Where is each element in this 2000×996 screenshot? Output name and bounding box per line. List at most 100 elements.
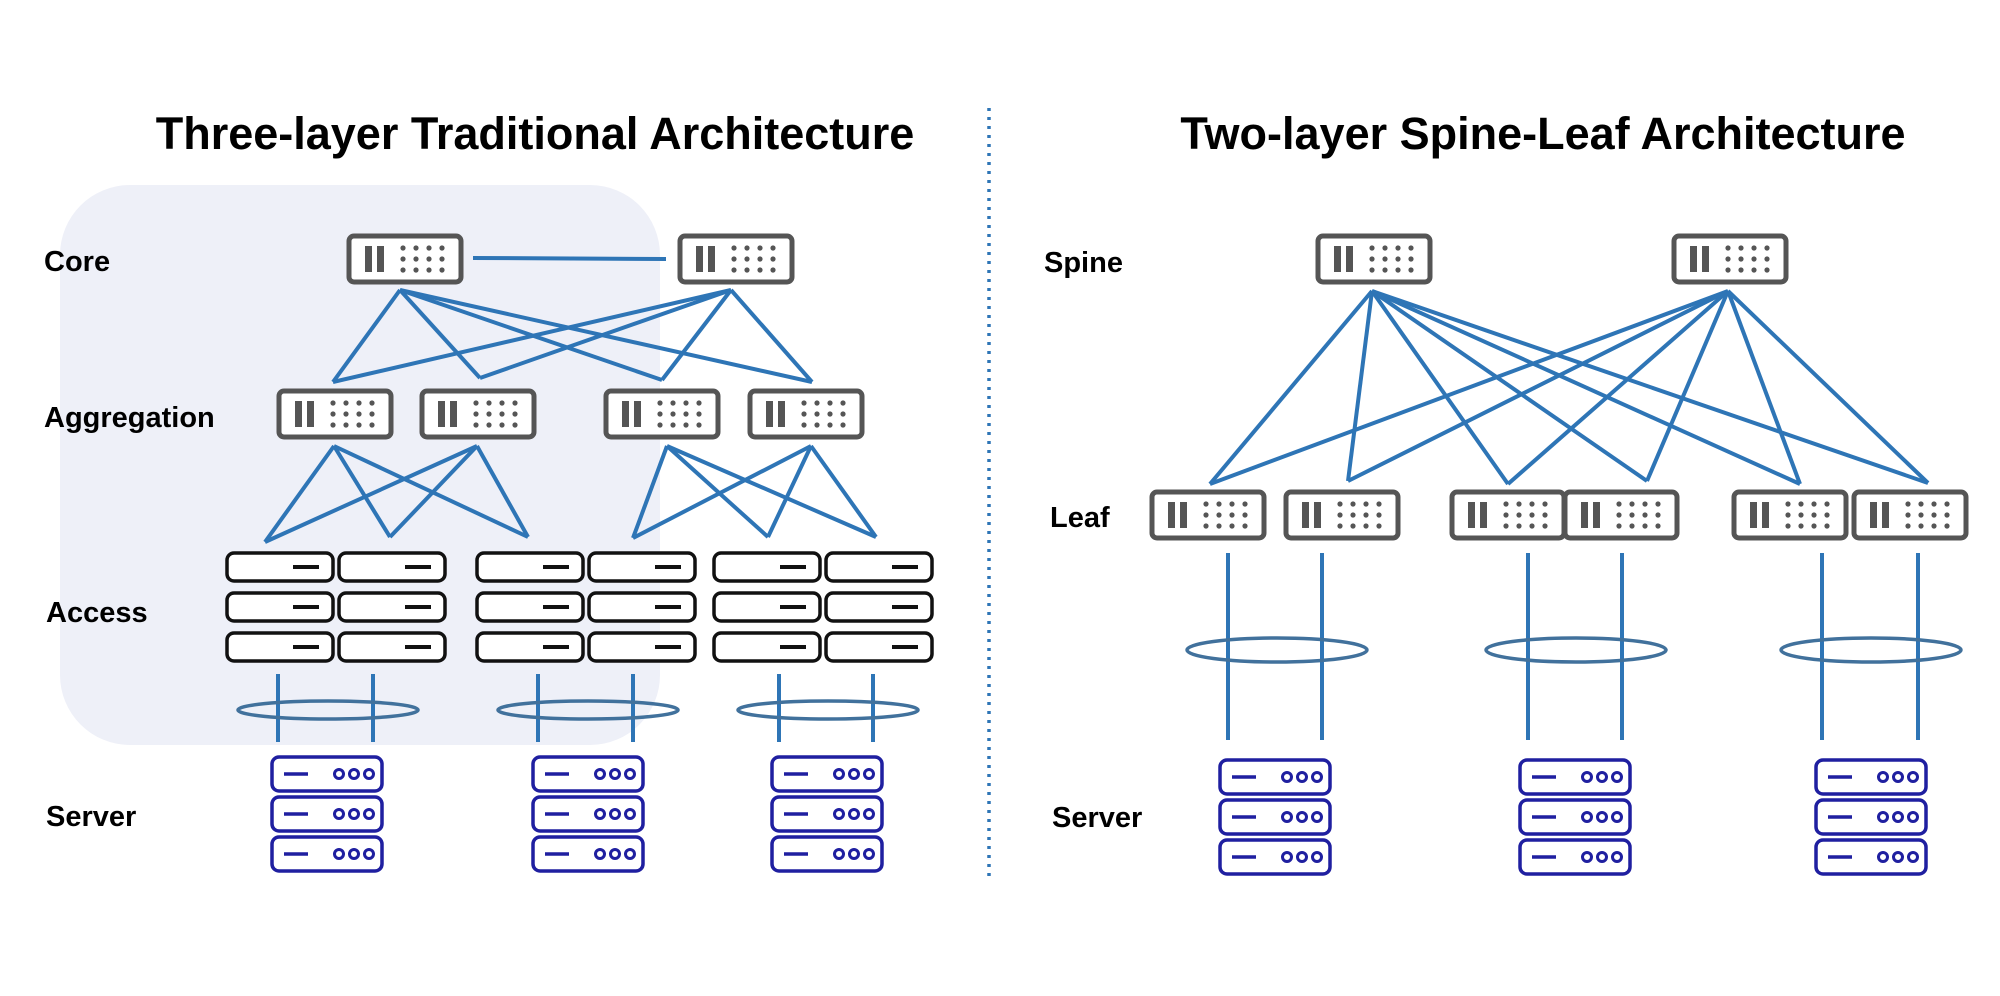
switch-port-bar [1762, 502, 1769, 528]
server-unit-body [1814, 798, 1928, 836]
switch-led-dot [1350, 501, 1356, 507]
switch-led-dot [1918, 512, 1924, 518]
switch-led-dot [1542, 523, 1548, 529]
server-unit-body [1814, 758, 1928, 796]
leaf-switch-4 [1562, 489, 1680, 541]
switch-led-dot [1242, 512, 1248, 518]
switch-led-dot [1229, 523, 1235, 529]
switch-port-bar [708, 246, 715, 272]
switch-led-dot [1337, 523, 1343, 529]
switch-led-dot [499, 422, 505, 428]
server-unit-led [1581, 771, 1593, 783]
switch-led-dot [426, 267, 432, 273]
switch-led-dot [1337, 512, 1343, 518]
switch-port-bar [1690, 246, 1697, 272]
switch-led-dot [1242, 501, 1248, 507]
link-bundle-ellipse [1484, 636, 1668, 664]
server-unit-body [770, 835, 884, 873]
switch-led-dot [814, 422, 820, 428]
server-unit-led [348, 848, 360, 860]
server-unit-body [1218, 758, 1332, 796]
access-unit-body [337, 551, 447, 583]
switch-led-dot [426, 245, 432, 251]
switch-led-dot [1616, 501, 1622, 507]
switch-led-dot [1369, 256, 1375, 262]
aggregation-to-access-link [475, 445, 530, 538]
access-switch-stack-1-unit [337, 591, 447, 623]
switch-port-bar [1180, 502, 1187, 528]
server-unit-led [1596, 811, 1608, 823]
access-unit-body [475, 631, 585, 663]
label-spine: Spine [1044, 247, 1123, 279]
switch-led-dot [1918, 501, 1924, 507]
server-unit-led [848, 808, 860, 820]
switch-led-dot [1944, 512, 1950, 518]
access-switch-stack-1-unit [225, 591, 335, 623]
switch-led-dot [1216, 501, 1222, 507]
access-switch-stack-2-unit [475, 551, 585, 583]
switch-led-dot [1798, 523, 1804, 529]
switch-led-dot [499, 400, 505, 406]
server-unit-led [1311, 851, 1323, 863]
server-unit-led [1892, 851, 1904, 863]
switch-led-dot [1242, 523, 1248, 529]
server-unit-led [609, 808, 621, 820]
label-access: Access [46, 597, 148, 629]
switch-port-bar [1346, 246, 1353, 272]
switch-led-dot [1811, 512, 1817, 518]
aggregation-to-access-link [766, 445, 813, 538]
switch-led-dot [343, 422, 349, 428]
switch-led-dot [1542, 501, 1548, 507]
switch-led-dot [1408, 267, 1414, 273]
server-unit-led [1311, 811, 1323, 823]
switch-led-dot [770, 267, 776, 273]
core-to-aggregation-link [729, 288, 814, 384]
switch-led-dot [1738, 256, 1744, 262]
server-rack-left-3 [770, 755, 884, 873]
spine-to-leaf-link [1506, 289, 1730, 486]
switch-led-dot [1944, 501, 1950, 507]
switch-led-dot [757, 256, 763, 262]
switch-led-dot [1369, 245, 1375, 251]
device-layer [225, 233, 1969, 876]
switch-led-dot [400, 256, 406, 262]
server-unit-led [348, 808, 360, 820]
switch-led-dot [1516, 501, 1522, 507]
access-switch-stack-3-unit [824, 631, 934, 663]
access-unit-body [587, 631, 697, 663]
switch-led-dot [1382, 256, 1388, 262]
switch-led-dot [683, 411, 689, 417]
switch-led-dot [1811, 523, 1817, 529]
switch-port-bar [766, 401, 773, 427]
switch-led-dot [801, 411, 807, 417]
switch-led-dot [840, 411, 846, 417]
switch-led-dot [1350, 523, 1356, 529]
server-unit-led [1281, 811, 1293, 823]
server-unit-led [1892, 811, 1904, 823]
server-unit-led [1907, 771, 1919, 783]
switch-led-dot [439, 245, 445, 251]
switch-port-bar [450, 401, 457, 427]
switch-port-bar [1750, 502, 1757, 528]
server-unit-body [1518, 758, 1632, 796]
aggregation-to-access-link [332, 444, 392, 539]
switch-port-bar [778, 401, 785, 427]
switch-led-dot [1629, 523, 1635, 529]
server-unit-led [333, 808, 345, 820]
access-unit-body [475, 591, 585, 623]
server-unit-led [1581, 851, 1593, 863]
server-unit-led [833, 808, 845, 820]
switch-led-dot [1918, 523, 1924, 529]
aggregation-switch-1 [276, 388, 394, 440]
core-to-aggregation-link [399, 288, 813, 384]
core-switch-2 [677, 233, 795, 285]
access-unit-body [587, 551, 697, 583]
switch-port-bar [307, 401, 314, 427]
server-rack-left-2 [531, 755, 645, 873]
switch-led-dot [657, 411, 663, 417]
switch-port-bar [696, 246, 703, 272]
switch-port-bar [622, 401, 629, 427]
switch-led-dot [1395, 267, 1401, 273]
aggregation-switch-3 [603, 388, 721, 440]
server-unit-led [624, 808, 636, 820]
